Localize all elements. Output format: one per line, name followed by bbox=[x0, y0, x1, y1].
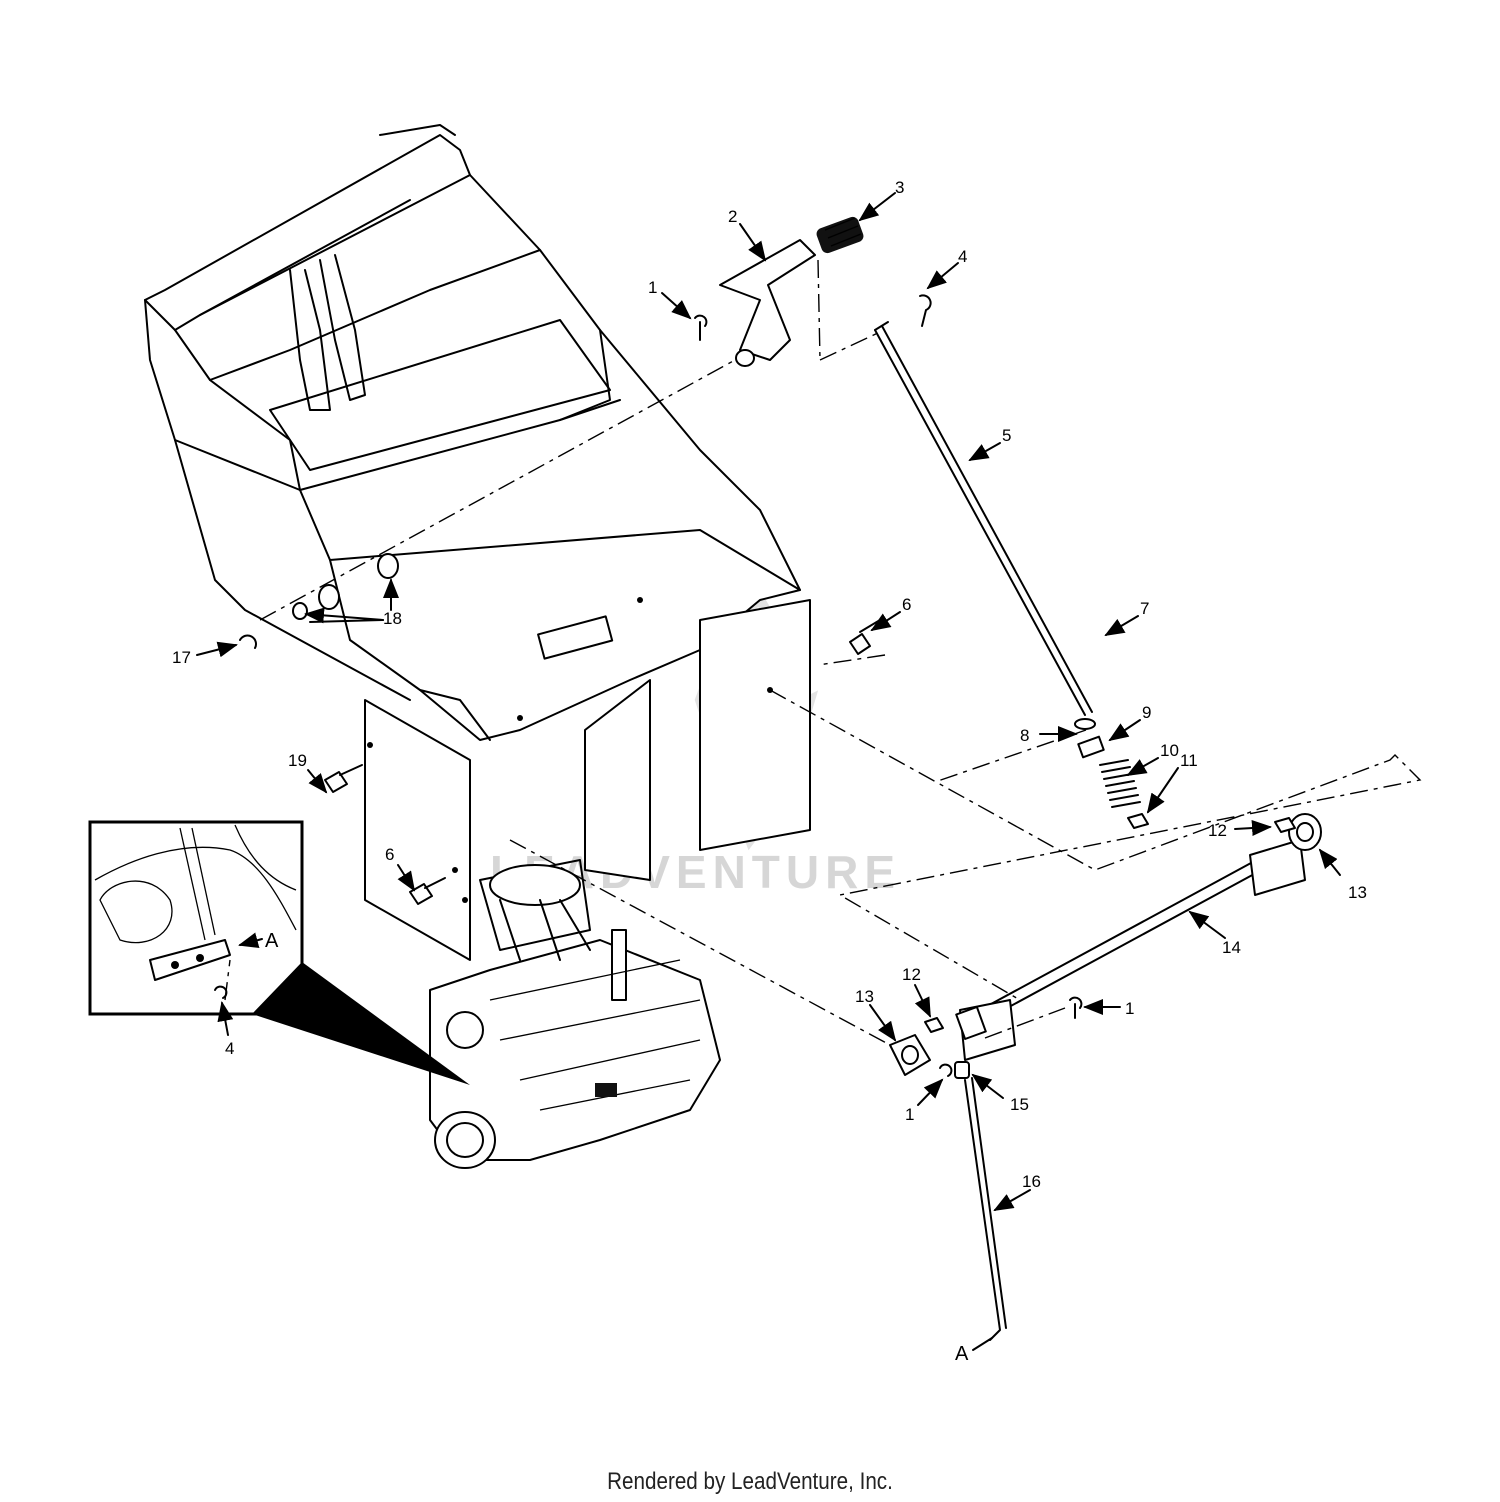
callout-4: 4 bbox=[958, 247, 967, 266]
callout-leaders bbox=[196, 192, 1341, 1351]
callout-labels: 1 2 3 4 5 6 7 8 9 10 11 12 13 14 17 18 1… bbox=[172, 178, 1367, 1365]
callout-7: 7 bbox=[1140, 599, 1149, 618]
rod-letter-a: A bbox=[955, 1343, 969, 1365]
callout-1b: 1 bbox=[1125, 999, 1134, 1018]
callout-11: 11 bbox=[1180, 751, 1198, 770]
callout-1c: 1 bbox=[905, 1105, 914, 1124]
callout-18: 18 bbox=[383, 609, 402, 628]
callout-12: 12 bbox=[1208, 821, 1227, 840]
callout-1: 1 bbox=[648, 278, 657, 297]
callout-2: 2 bbox=[728, 207, 737, 226]
callout-19: 19 bbox=[288, 751, 307, 770]
callout-6: 6 bbox=[902, 595, 911, 614]
handle-frame-assembly bbox=[144, 124, 881, 961]
callout-4b: 4 bbox=[225, 1039, 234, 1058]
callout-14: 14 bbox=[1222, 938, 1241, 957]
phantom-lines bbox=[259, 259, 1422, 1046]
callout-5: 5 bbox=[1002, 426, 1011, 445]
callout-15: 15 bbox=[1010, 1095, 1029, 1114]
callout-9: 9 bbox=[1142, 703, 1151, 722]
callout-17: 17 bbox=[172, 648, 191, 667]
callout-16: 16 bbox=[1022, 1172, 1041, 1191]
callout-12b: 12 bbox=[902, 965, 921, 984]
callout-10: 10 bbox=[1160, 741, 1179, 760]
lever-assembly bbox=[694, 216, 864, 367]
callout-3: 3 bbox=[895, 178, 904, 197]
callout-13b: 13 bbox=[855, 987, 874, 1006]
control-rod-assembly bbox=[874, 294, 1149, 829]
footer-credit: Rendered by LeadVenture, Inc. bbox=[607, 1468, 893, 1495]
shaft-assembly bbox=[889, 813, 1322, 1341]
inset-letter-a: A bbox=[265, 930, 279, 952]
detail-inset bbox=[88, 820, 470, 1085]
callout-8: 8 bbox=[1020, 726, 1029, 745]
callout-6b: 6 bbox=[385, 845, 394, 864]
callout-13: 13 bbox=[1348, 883, 1367, 902]
transaxle bbox=[429, 859, 721, 1169]
